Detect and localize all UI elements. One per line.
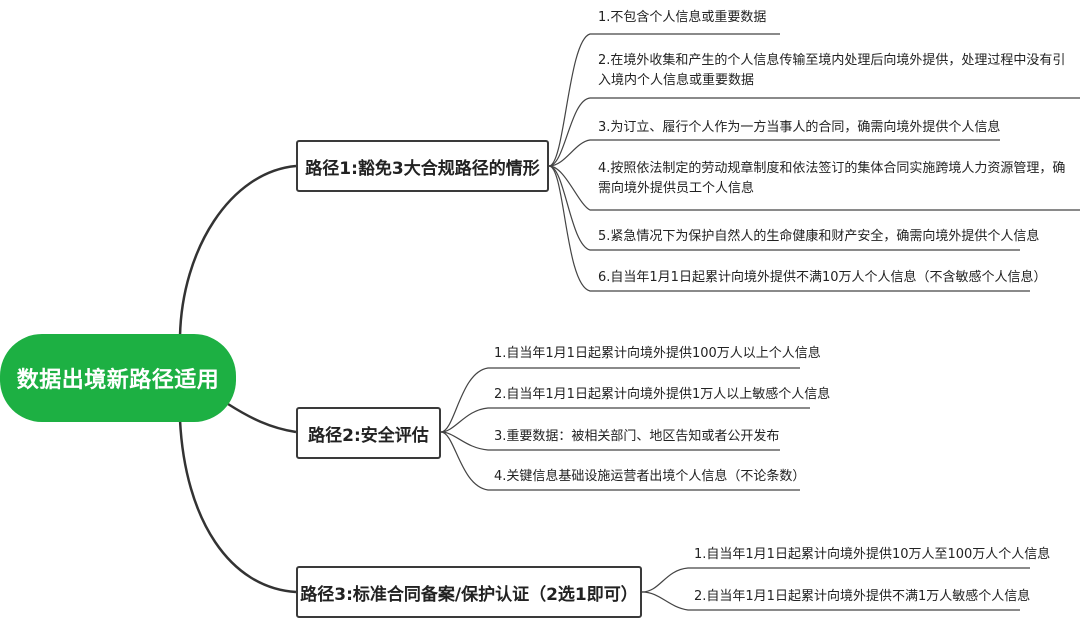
branch-node-path1: 路径1:豁免3大合规路径的情形	[296, 140, 549, 192]
leaf-node: 6.自当年1月1日起累计向境外提供不满10万人个人信息（不含敏感个人信息）	[598, 268, 1068, 288]
leaf-node: 3.为订立、履行个人作为一方当事人的合同，确需向境外提供个人信息	[598, 118, 1068, 138]
leaf-node: 1.自当年1月1日起累计向境外提供100万人以上个人信息	[494, 344, 894, 364]
leaf-text: 6.自当年1月1日起累计向境外提供不满10万人个人信息（不含敏感个人信息）	[598, 270, 1047, 285]
leaf-text: 2.自当年1月1日起累计向境外提供不满1万人敏感个人信息	[694, 589, 1031, 604]
leaf-node: 1.自当年1月1日起累计向境外提供10万人至100万人个人信息	[694, 545, 1064, 565]
leaf-node: 3.重要数据：被相关部门、地区告知或者公开发布	[494, 427, 894, 447]
branch-node-path2: 路径2:安全评估	[296, 407, 441, 459]
leaf-node: 2.自当年1月1日起累计向境外提供不满1万人敏感个人信息	[694, 587, 1064, 607]
leaf-text: 2.自当年1月1日起累计向境外提供1万人以上敏感个人信息	[494, 387, 831, 402]
branch-node-path3: 路径3:标准合同备案/保护认证（2选1即可）	[296, 566, 642, 618]
leaf-text: 1.不包含个人信息或重要数据	[598, 10, 767, 25]
branch-label: 路径2:安全评估	[308, 425, 429, 446]
leaf-text: 2.在境外收集和产生的个人信息传输至境内处理后向境外提供，处理过程中没有引入境内…	[598, 53, 1066, 88]
leaf-text: 1.自当年1月1日起累计向境外提供10万人至100万人个人信息	[694, 547, 1051, 562]
leaf-text: 1.自当年1月1日起累计向境外提供100万人以上个人信息	[494, 346, 821, 361]
branch-label: 路径1:豁免3大合规路径的情形	[305, 158, 540, 179]
leaf-text: 5.紧急情况下为保护自然人的生命健康和财产安全，确需向境外提供个人信息	[598, 229, 1040, 244]
root-node: 数据出境新路径适用	[0, 334, 236, 422]
leaf-text: 4.关键信息基础设施运营者出境个人信息（不论条数）	[494, 469, 806, 484]
leaf-node: 2.在境外收集和产生的个人信息传输至境内处理后向境外提供，处理过程中没有引入境内…	[598, 51, 1076, 91]
leaf-text: 3.为订立、履行个人作为一方当事人的合同，确需向境外提供个人信息	[598, 120, 1001, 135]
leaf-text: 3.重要数据：被相关部门、地区告知或者公开发布	[494, 429, 780, 444]
leaf-text: 4.按照依法制定的劳动规章制度和依法签订的集体合同实施跨境人力资源管理，确需向境…	[598, 161, 1066, 196]
root-label: 数据出境新路径适用	[16, 368, 220, 393]
leaf-node: 4.关键信息基础设施运营者出境个人信息（不论条数）	[494, 467, 894, 487]
leaf-node: 2.自当年1月1日起累计向境外提供1万人以上敏感个人信息	[494, 385, 894, 405]
leaf-node: 4.按照依法制定的劳动规章制度和依法签订的集体合同实施跨境人力资源管理，确需向境…	[598, 159, 1076, 199]
branch-label: 路径3:标准合同备案/保护认证（2选1即可）	[300, 584, 638, 605]
leaf-node: 5.紧急情况下为保护自然人的生命健康和财产安全，确需向境外提供个人信息	[598, 227, 1068, 247]
leaf-node: 1.不包含个人信息或重要数据	[598, 8, 1068, 28]
